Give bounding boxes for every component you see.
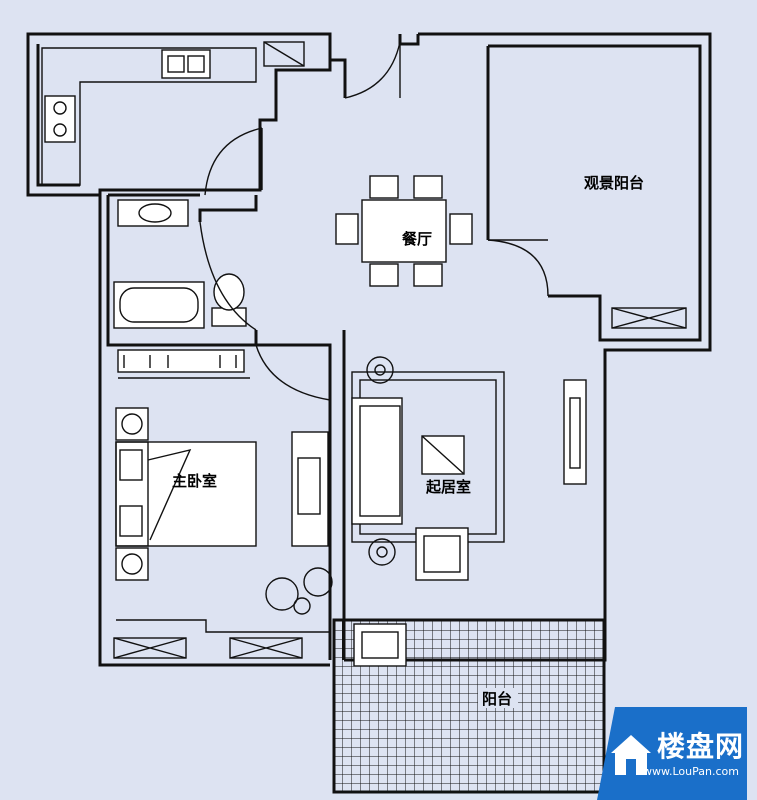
nightstand-icon: [115, 547, 149, 581]
side-table-icon: [368, 538, 396, 566]
entry-door-swing: [344, 41, 401, 99]
armchair-icon: [415, 527, 469, 581]
kitchen: [26, 32, 332, 197]
room-label-scenic-balcony: 观景阳台: [584, 174, 644, 192]
watermark-url: www.LouPan.com: [643, 765, 739, 778]
watermark: 楼盘网 www.LouPan.com: [597, 695, 757, 800]
master-bedroom: 主卧室: [113, 349, 333, 659]
room-label-dining: 餐厅: [402, 230, 432, 248]
toilet-icon: [211, 273, 247, 327]
room-label-living-room: 起居室: [425, 478, 471, 496]
washbasin-icon: [117, 199, 189, 227]
kitchen-door-swing: [204, 127, 263, 196]
chair-icon: [369, 263, 399, 287]
dining-set: 餐厅: [335, 175, 473, 287]
wardrobe-icon: [117, 349, 245, 373]
window-icon: [113, 637, 187, 659]
living-room: 起居室: [351, 356, 587, 581]
bed-icon: [115, 441, 257, 547]
chair-icon: [449, 213, 473, 245]
tv-unit-icon: [563, 379, 587, 485]
scenic-balcony: 观景阳台: [486, 44, 702, 342]
window-icon: [229, 637, 303, 659]
coffee-table-icon: [421, 435, 465, 475]
chair-icon: [335, 213, 359, 245]
chair-icon: [413, 263, 443, 287]
sofa-icon: [351, 397, 403, 525]
entrance: [328, 34, 420, 99]
bedroom-door-swing: [255, 344, 331, 401]
bathroom-door-swing: [199, 221, 257, 331]
bathtub-icon: [113, 281, 205, 329]
balcony: 阳台: [332, 618, 606, 794]
side-table-icon: [366, 356, 394, 384]
chair-icon: [369, 175, 399, 199]
outer-wall-east: [344, 32, 712, 662]
watermark-brand: 楼盘网: [657, 730, 745, 763]
room-label-master-bedroom: 主卧室: [172, 472, 217, 490]
nightstand-icon: [115, 407, 149, 441]
dining-table: [361, 199, 447, 263]
stove-icon: [44, 95, 76, 143]
chair-icon: [413, 175, 443, 199]
room-label-balcony: 阳台: [482, 690, 512, 708]
outer-wall-west: [98, 195, 330, 667]
window-icon: [611, 307, 687, 329]
plant-icon: [265, 567, 333, 615]
fridge-icon: [263, 41, 305, 67]
hall-wall: [254, 330, 332, 660]
bathroom: [106, 193, 258, 347]
balcony-door-swing: [487, 239, 549, 297]
kitchen-sink-icon: [161, 49, 211, 79]
house-logo-icon: [611, 735, 651, 775]
